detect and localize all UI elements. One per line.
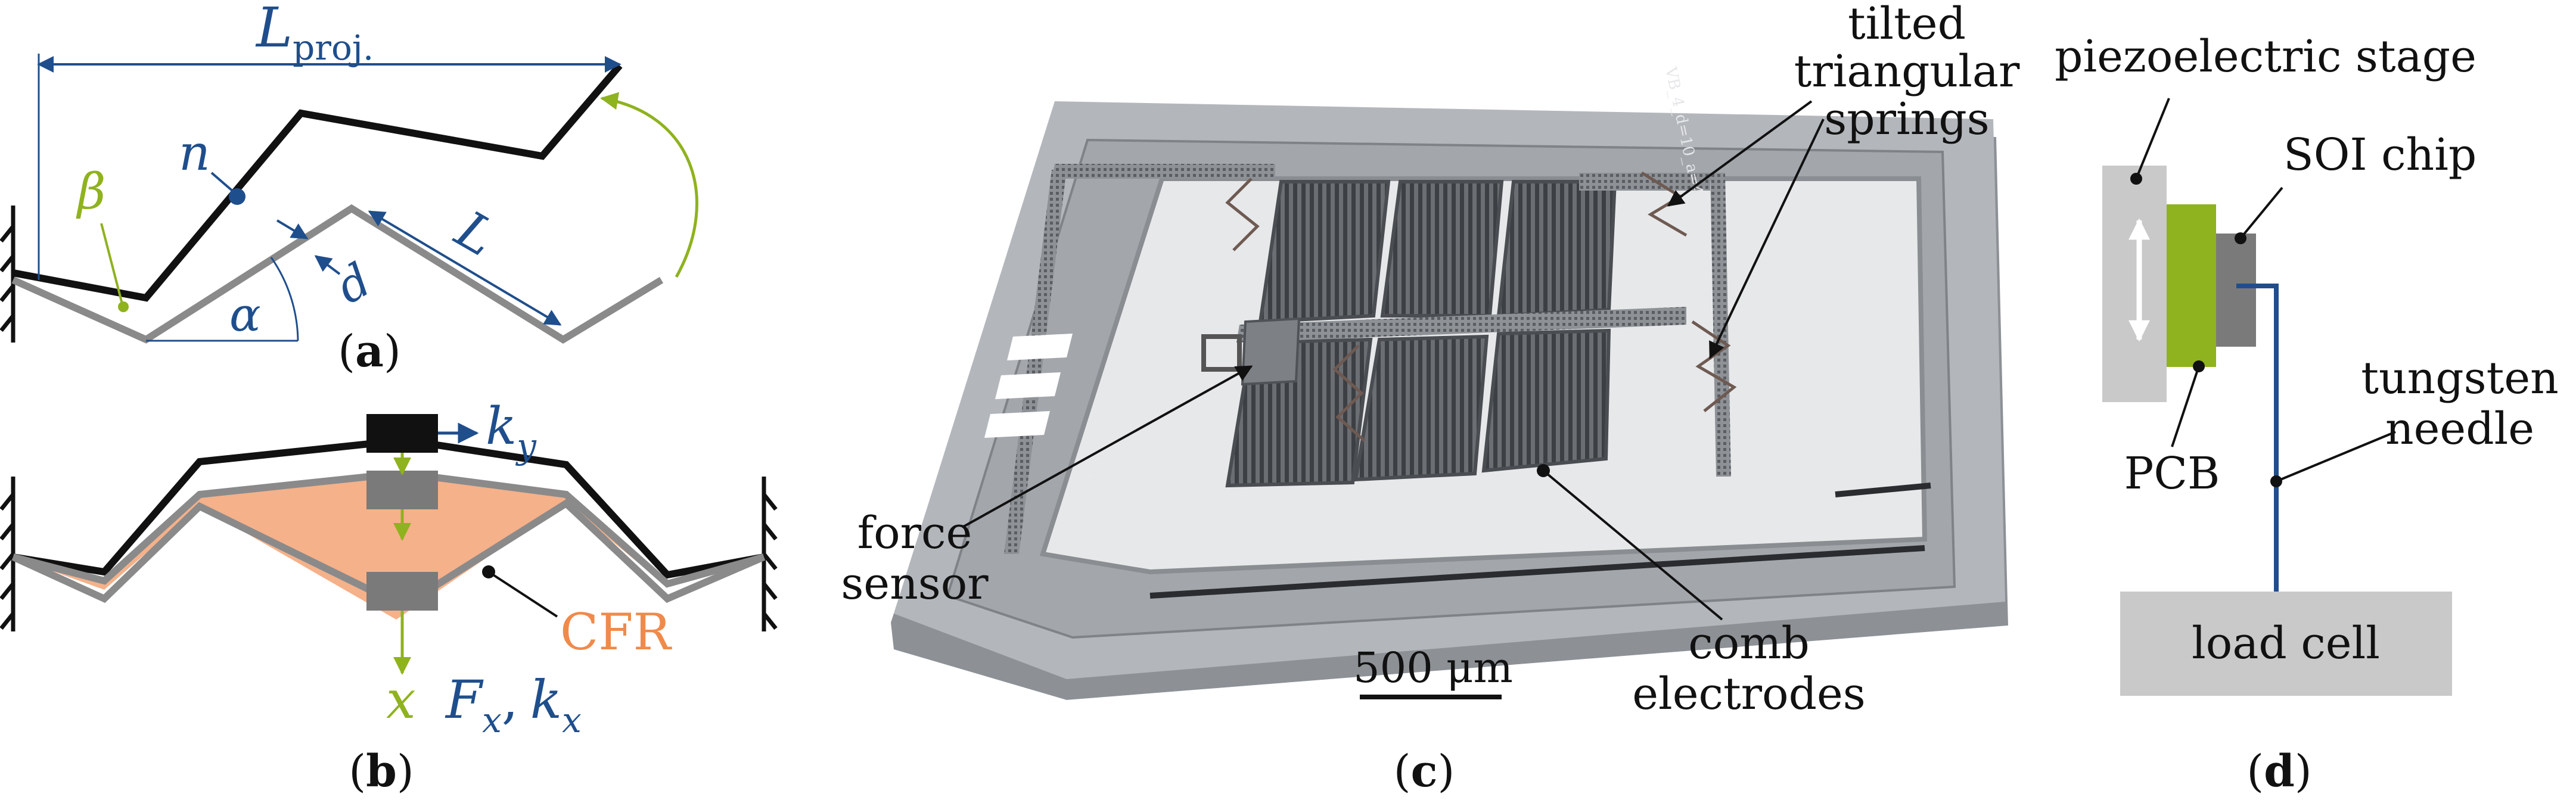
force-sensor-plate xyxy=(1241,317,1301,386)
needle-dot xyxy=(2270,475,2282,487)
force-sensor-frame xyxy=(1201,334,1242,372)
mass-mid xyxy=(366,471,438,509)
label-n: n xyxy=(179,125,210,182)
rail-bottom xyxy=(1149,545,1925,599)
label-cfr: CFR xyxy=(560,603,673,661)
dim-l xyxy=(368,210,562,326)
label-lproj: Lproj. xyxy=(255,0,374,68)
d-arrow-in xyxy=(276,219,309,239)
comb-electrodes-block xyxy=(1225,180,1617,488)
label-tilted: tilted xyxy=(1848,0,1966,49)
label-fx-kx: Fx,kx xyxy=(445,669,582,740)
label-ky: ky xyxy=(486,397,537,466)
mass-bottom xyxy=(366,572,438,611)
beta-dot xyxy=(118,301,129,312)
label-comb: comb xyxy=(1688,618,1810,669)
label-springs: springs xyxy=(1824,94,1989,145)
piezo-stage xyxy=(2102,166,2167,402)
leader-needle xyxy=(2276,431,2396,483)
frame-left xyxy=(1004,170,1067,554)
spring-undeformed xyxy=(11,204,664,344)
panel-d-label: (d) xyxy=(2246,746,2312,797)
label-soi: SOI chip xyxy=(2283,129,2476,181)
spring-tri-4 xyxy=(1332,344,1366,442)
leader-springs-1 xyxy=(1667,100,1813,207)
panel-b-label: (b) xyxy=(349,746,414,797)
leader-piezo xyxy=(2135,98,2170,179)
label-needle: needle xyxy=(2385,403,2534,455)
label-force: force xyxy=(857,508,972,559)
bond-pad-3 xyxy=(984,411,1050,438)
panel-d: load cell piezoelectric stage SOI chip P… xyxy=(2055,31,2559,797)
leader-soi xyxy=(2239,186,2283,239)
label-load-cell: load cell xyxy=(2192,618,2380,669)
tungsten-needle xyxy=(2236,284,2279,593)
wall-hatch-b-right xyxy=(762,477,778,631)
spring-tri-2 xyxy=(1691,320,1737,412)
wall-hatch-b-left xyxy=(0,477,15,631)
wall-hatch-a xyxy=(0,206,15,343)
frame-right xyxy=(1579,173,1710,191)
rail-right xyxy=(1835,483,1931,497)
label-sensor: sensor xyxy=(841,558,989,609)
panel-c-label: (c) xyxy=(1394,746,1455,797)
leader-comb xyxy=(1542,469,1723,621)
scale-bar-label: 500 μm xyxy=(1353,643,1513,692)
label-beta: β xyxy=(76,164,105,220)
label-tungsten: tungsten xyxy=(2361,353,2559,404)
label-pcb: PCB xyxy=(2124,448,2220,499)
panel-b: ky CFR x Fx,kx (b) xyxy=(0,397,778,797)
label-piezo: piezoelectric stage xyxy=(2055,31,2476,82)
leader-springs-2 xyxy=(1709,119,1825,359)
mass-top xyxy=(366,414,438,453)
label-d: d xyxy=(328,253,380,315)
d-arrow-out xyxy=(314,255,341,275)
spring-tri-3 xyxy=(1225,178,1260,251)
label-l: L xyxy=(445,199,505,268)
panel-a: n Lproj. β α d L (a) xyxy=(0,0,698,377)
label-alpha: α xyxy=(229,288,261,342)
spring-tri-1 xyxy=(1640,171,1688,237)
leader-pcb xyxy=(2171,366,2200,447)
leader-force-sensor xyxy=(962,365,1253,528)
label-triangular: triangular xyxy=(1794,46,2020,97)
comb-dot xyxy=(1537,464,1550,477)
bond-pad-2 xyxy=(995,372,1061,399)
panel-c: VB_4_d=10_a=45 H_3_19 tilted triangular … xyxy=(841,0,2020,797)
rotation-arrow xyxy=(600,92,698,278)
soi-chip xyxy=(2216,234,2256,347)
label-x: x xyxy=(386,669,416,730)
soi-dot xyxy=(2235,232,2246,244)
spring-deformed xyxy=(12,63,623,302)
piezo-dot xyxy=(2130,173,2142,185)
bond-pad-1 xyxy=(1007,334,1073,360)
panel-a-label: (a) xyxy=(338,326,401,377)
alpha-arc xyxy=(270,257,299,341)
node-n-leader xyxy=(210,172,235,193)
shuttle-beam xyxy=(1236,307,1686,343)
pcb-dot xyxy=(2193,360,2205,372)
pcb xyxy=(2167,204,2216,367)
beta-leader xyxy=(100,223,123,304)
label-electrodes: electrodes xyxy=(1632,668,1866,720)
cfr-leader xyxy=(487,571,558,618)
load-cell xyxy=(2120,592,2452,696)
frame-top xyxy=(1052,164,1275,179)
